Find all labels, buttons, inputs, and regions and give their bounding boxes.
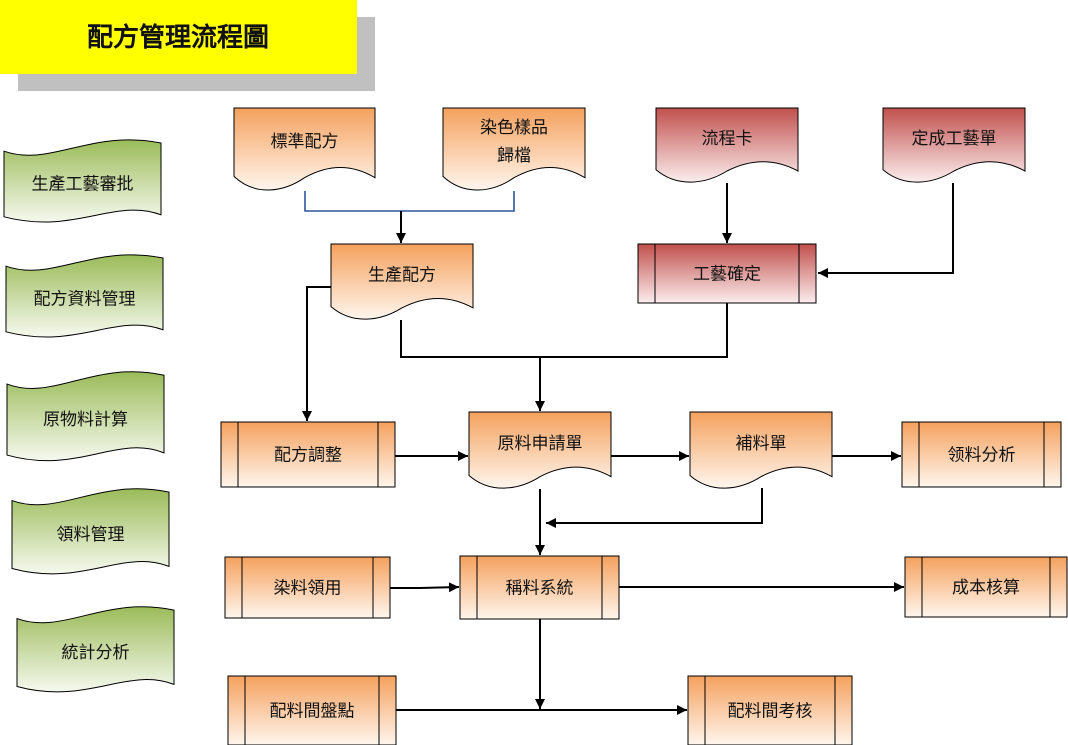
node-label: 配料間盤點 [270, 702, 355, 722]
connectors [302, 183, 954, 715]
wave-banner-shape [3, 139, 162, 223]
page-title: 配方管理流程圖 [87, 22, 269, 53]
node-label: 流程卡 [702, 129, 753, 149]
node-label: 生產配方 [368, 265, 436, 285]
sidebar-item-label: 統計分析 [62, 643, 130, 663]
process-shape [459, 555, 620, 620]
process-shape [227, 675, 397, 745]
edge-production-formula-to-adjust [302, 286, 331, 421]
process-shape [637, 243, 817, 304]
sidebar-item-s3[interactable]: 原物料計算 [6, 371, 165, 462]
node-label: 配料間考核 [728, 702, 813, 722]
sidebar-item-s2[interactable]: 配方資料管理 [5, 254, 164, 338]
process-shape [687, 675, 853, 745]
document-shape [233, 107, 376, 191]
title-background [0, 0, 357, 74]
title-banner: 配方管理流程圖 [0, 0, 375, 91]
edge-dye-pick-to-weighing [390, 582, 460, 593]
wave-banner-shape [11, 488, 170, 575]
sidebar-item-label: 領料管理 [57, 525, 125, 545]
node-label: 配方調整 [274, 446, 342, 466]
node-label: 原料申請單 [498, 434, 583, 454]
sidebar-item-s4[interactable]: 領料管理 [11, 488, 170, 575]
node-process-confirm[interactable]: 工藝確定 [637, 243, 817, 304]
node-label: 染料領用 [274, 579, 342, 599]
node-dye-pick[interactable]: 染料領用 [224, 556, 391, 619]
document-shape [330, 243, 474, 320]
document-shape [442, 107, 586, 191]
node-label: 成本核算 [952, 578, 1020, 598]
node-label: 歸檔 [497, 146, 531, 166]
edge-production-formula-down [400, 303, 728, 358]
document-shape [689, 411, 833, 489]
sidebar-item-label: 生產工藝審批 [32, 175, 134, 195]
node-label: 稱料系統 [506, 579, 574, 599]
wave-banner-shape [16, 606, 175, 693]
sidebar-item-s1[interactable]: 生產工藝審批 [3, 139, 162, 223]
document-shape [882, 107, 1026, 183]
document-shape [468, 411, 612, 489]
node-cost-accounting[interactable]: 成本核算 [904, 556, 1068, 618]
process-shape [220, 421, 396, 488]
node-pick-analysis[interactable]: 领料分析 [901, 421, 1062, 488]
edge-supplement-to-weighing [546, 488, 763, 528]
edge-finalized-sheet-to-confirm [818, 183, 954, 278]
edge-standard-formula-join [304, 191, 515, 212]
document-shape [655, 107, 799, 183]
node-room-inventory[interactable]: 配料間盤點 [227, 675, 397, 745]
process-shape [901, 421, 1062, 488]
node-standard-formula[interactable]: 標準配方 [233, 107, 376, 191]
node-label: 定成工藝單 [912, 129, 997, 149]
node-finalized-process-sheet[interactable]: 定成工藝單 [882, 107, 1026, 183]
sidebar-item-label: 原物料計算 [43, 410, 128, 430]
node-production-formula[interactable]: 生產配方 [330, 243, 474, 320]
process-shape [224, 556, 391, 619]
sidebar-item-s5[interactable]: 統計分析 [16, 606, 175, 693]
node-room-assessment[interactable]: 配料間考核 [687, 675, 853, 745]
node-process-card[interactable]: 流程卡 [655, 107, 799, 183]
wave-banner-shape [5, 254, 164, 338]
node-label: 補料單 [736, 434, 787, 454]
node-weighing-system[interactable]: 稱料系統 [459, 555, 620, 620]
sidebar-item-label: 配方資料管理 [34, 290, 136, 310]
node-label: 工藝確定 [693, 265, 761, 285]
node-label: 领料分析 [948, 446, 1016, 466]
process-shape [904, 556, 1068, 618]
wave-banner-shape [6, 371, 165, 462]
node-supplement-sheet[interactable]: 補料單 [689, 411, 833, 489]
node-material-request[interactable]: 原料申請單 [468, 411, 612, 489]
node-label: 染色樣品 [480, 118, 548, 138]
node-formula-adjust[interactable]: 配方調整 [220, 421, 396, 488]
node-label: 標準配方 [271, 132, 339, 152]
